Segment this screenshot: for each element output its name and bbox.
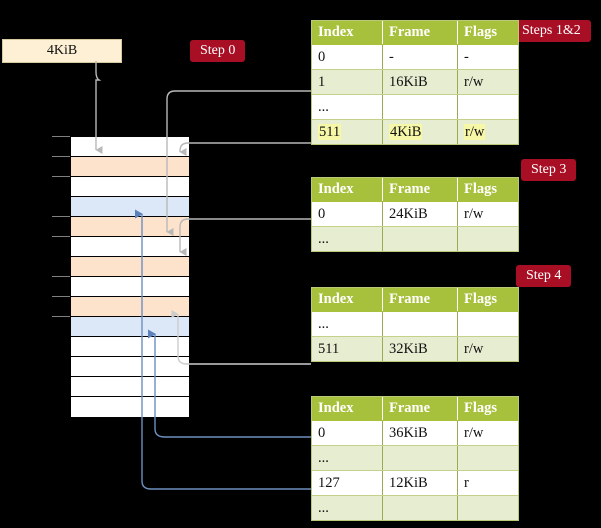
memory-frame-row xyxy=(71,377,189,397)
column-header-flags: Flags xyxy=(457,178,518,202)
cell-frame xyxy=(382,445,458,471)
cell-frame xyxy=(382,226,458,251)
cell-frame: 32KiB xyxy=(382,336,458,361)
memory-frame-row xyxy=(71,197,189,217)
column-header-frame: Frame xyxy=(382,397,458,421)
cell-index: 511 xyxy=(312,119,383,144)
column-header-flags: Flags xyxy=(457,397,518,421)
memory-row-tick xyxy=(52,316,70,317)
memory-frame-row xyxy=(71,317,189,337)
source-frame-label: 4KiB xyxy=(46,43,78,58)
memory-row-tick xyxy=(52,136,70,137)
memory-row-tick xyxy=(52,216,70,217)
memory-frame-row xyxy=(71,257,189,277)
cell-flags xyxy=(457,94,518,120)
memory-row-tick xyxy=(52,276,70,277)
table-row[interactable]: ... xyxy=(312,311,518,337)
cell-index: ... xyxy=(312,495,383,520)
cell-flags xyxy=(457,495,518,520)
cell-flags xyxy=(457,311,518,337)
connector-table3-row511 xyxy=(171,310,311,365)
column-header-frame: Frame xyxy=(382,21,458,45)
step-badge-step0: Step 0 xyxy=(190,40,246,63)
column-header-frame: Frame xyxy=(382,288,458,312)
cell-frame: 24KiB xyxy=(382,201,458,227)
table-row[interactable]: ... xyxy=(312,94,518,120)
memory-frame-row xyxy=(71,237,189,257)
source-frame-box: 4KiB xyxy=(2,39,122,63)
physical-memory-column xyxy=(70,136,190,417)
cell-flags: r/w xyxy=(457,420,518,446)
highlighted-value: 4KiB xyxy=(389,123,423,140)
memory-row-tick xyxy=(52,296,70,297)
cell-frame xyxy=(382,94,458,120)
cell-index: ... xyxy=(312,311,383,337)
column-header-index: Index xyxy=(312,21,383,45)
column-header-index: Index xyxy=(312,178,383,202)
cell-index: ... xyxy=(312,226,383,251)
memory-frame-row xyxy=(71,297,189,317)
cell-flags xyxy=(457,445,518,471)
memory-frame-row xyxy=(71,277,189,297)
cell-index: ... xyxy=(312,94,383,120)
cell-frame: 36KiB xyxy=(382,420,458,446)
memory-frame-row xyxy=(71,337,189,357)
column-header-index: Index xyxy=(312,397,383,421)
cell-flags: r/w xyxy=(457,336,518,361)
cell-flags: r/w xyxy=(457,201,518,227)
table-row[interactable]: 511 4KiB r/w xyxy=(312,119,518,144)
highlighted-value: 511 xyxy=(318,123,342,140)
cell-flags: - xyxy=(457,44,518,70)
cell-frame: 16KiB xyxy=(382,69,458,95)
cell-index: 0 xyxy=(312,420,383,446)
column-header-flags: Flags xyxy=(457,288,518,312)
cell-index: 0 xyxy=(312,201,383,227)
cell-index: 1 xyxy=(312,69,383,95)
memory-frame-row xyxy=(71,177,189,197)
column-header-flags: Flags xyxy=(457,21,518,45)
cell-index: 511 xyxy=(312,336,383,361)
cell-flags xyxy=(457,226,518,251)
cell-frame: - xyxy=(382,44,458,70)
column-header-frame: Frame xyxy=(382,178,458,202)
memory-row-tick xyxy=(52,156,70,157)
memory-row-tick xyxy=(52,236,70,237)
table-row[interactable]: ... xyxy=(312,226,518,251)
memory-frame-row xyxy=(71,137,189,157)
memory-frame-row xyxy=(71,157,189,177)
cell-frame xyxy=(382,495,458,520)
memory-frame-row xyxy=(71,397,189,417)
connector-table1-row511 xyxy=(179,142,311,156)
memory-frame-row xyxy=(71,217,189,237)
step-badge-step3: Step 3 xyxy=(521,159,577,182)
connector-table2-row0 xyxy=(179,218,311,256)
highlighted-value: r/w xyxy=(464,123,486,140)
memory-row-tick xyxy=(52,176,70,177)
cell-flags: r xyxy=(457,470,518,496)
step-badge-steps12: Steps 1&2 xyxy=(512,20,591,43)
step-badge-step4: Step 4 xyxy=(516,265,572,288)
cell-frame: 12KiB xyxy=(382,470,458,496)
table-row[interactable]: ... xyxy=(312,495,518,520)
cell-flags: r/w xyxy=(457,119,518,144)
column-header-index: Index xyxy=(312,288,383,312)
cell-frame xyxy=(382,311,458,337)
cell-index: ... xyxy=(312,445,383,471)
memory-frame-row xyxy=(71,357,189,377)
table-row[interactable]: 0-- xyxy=(312,44,518,70)
cell-index: 0 xyxy=(312,44,383,70)
cell-frame: 4KiB xyxy=(382,119,458,144)
table-row[interactable]: ... xyxy=(312,445,518,471)
cell-index: 127 xyxy=(312,470,383,496)
cell-flags: r/w xyxy=(457,69,518,95)
